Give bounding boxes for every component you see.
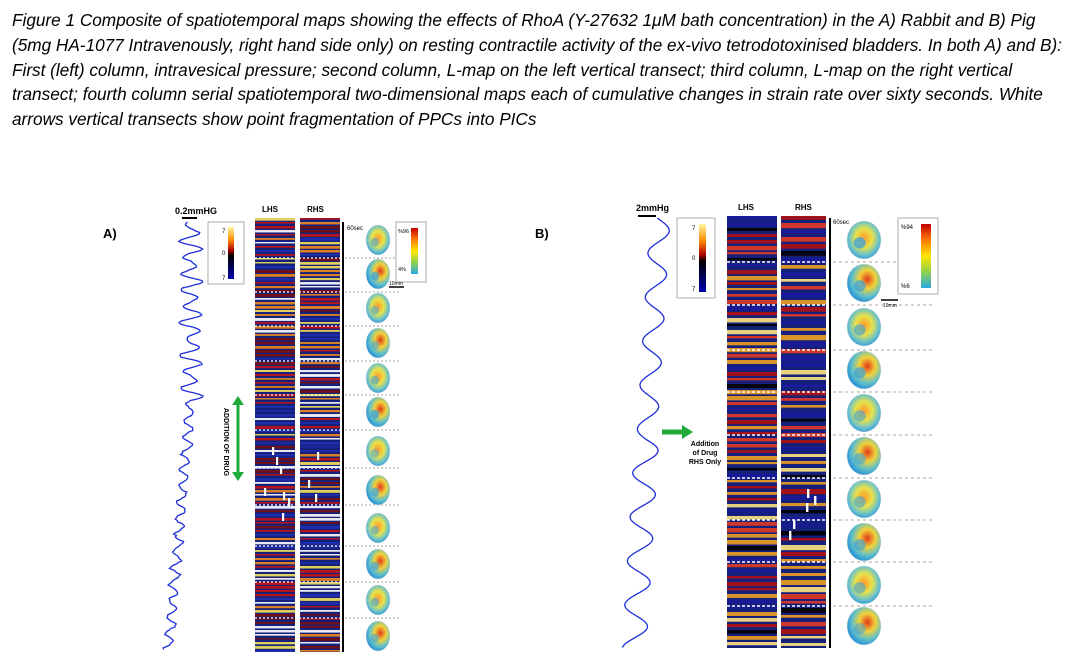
panel-a-pressure-scale: 0.2mmHG [175, 206, 217, 216]
panel-b-lmap-lhs [727, 216, 777, 648]
svg-text:7: 7 [692, 226, 696, 232]
svg-text:0: 0 [222, 251, 226, 257]
svg-text:7: 7 [692, 287, 696, 293]
svg-text:7: 7 [222, 276, 226, 282]
panel-b-pressure-scale: 2mmHg [636, 203, 669, 213]
panel-b-white-arrows [789, 489, 817, 540]
panel-b-lmap-rhs [781, 216, 826, 648]
svg-text:0: 0 [692, 256, 696, 262]
panel-b-lhs-label: LHS [738, 203, 755, 212]
svg-text:%96: %96 [398, 229, 409, 235]
panel-b-lmap-legend: 7 0 7 [676, 217, 716, 299]
panel-a-lmap-legend: 7 0 7 [207, 221, 245, 285]
svg-text:7: 7 [222, 229, 226, 235]
panel-a-scale-label: 10mm [389, 281, 403, 287]
panel-b-drug-line2: of Drug [693, 450, 718, 457]
panel-b-label: B) [535, 226, 549, 241]
panel-b-window-dividers [727, 261, 935, 607]
panel-b-pressure-trace [621, 217, 670, 648]
panel-b-drug-line3: RHS Only [689, 459, 721, 466]
panel-a-window-dividers [255, 257, 400, 619]
panel-a-lhs-label: LHS [262, 205, 279, 214]
figure-caption: Figure 1 Composite of spatiotemporal map… [12, 10, 1062, 130]
panel-b-drug-line1: Addition [691, 441, 719, 448]
panel-b-colorbar: %94 %6 [897, 217, 939, 295]
svg-text:%6: %6 [901, 284, 910, 290]
panel-a-strain-maps [365, 224, 391, 652]
panel-a-drug-arrow [232, 396, 244, 481]
panel-a-lmap-rhs [300, 218, 340, 652]
panel-b-time-label: 60sec [833, 220, 849, 226]
panel-a-drug-label: ADDITION OF DRUG [222, 408, 229, 477]
panel-b-rhs-label: RHS [795, 203, 813, 212]
panel-b-strain-maps [846, 220, 882, 646]
panel-b-drug-arrow [662, 425, 693, 439]
panel-a-pressure-trace [162, 221, 205, 650]
panel-a-colorbar: %96 4% [395, 221, 427, 283]
svg-text:%94: %94 [901, 225, 914, 231]
svg-text:4%: 4% [398, 267, 406, 273]
panel-b-scale-label: 10mm [883, 303, 897, 309]
panel-a-lmap-lhs [255, 218, 295, 652]
panel-a-white-arrows [264, 447, 320, 521]
panel-a-time-label: 60sec [347, 226, 363, 232]
panel-a-rhs-label: RHS [307, 205, 325, 214]
panel-a-label: A) [103, 226, 117, 241]
